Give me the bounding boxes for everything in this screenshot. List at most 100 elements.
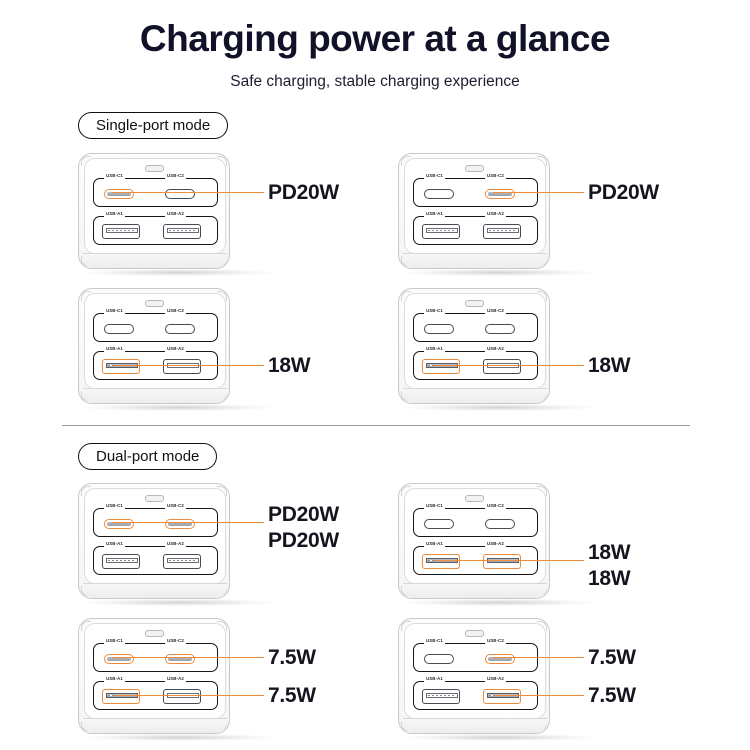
corner-mark-icon: [401, 291, 411, 301]
callout-line: [112, 657, 264, 659]
port-label-a1: USB-A1: [104, 676, 125, 682]
charger-unit-single-a1-alt: USB-C1 USB-C2 USB-A1 USB-A2 18W: [398, 288, 631, 411]
output-value: PD20W: [268, 503, 339, 526]
unit-shadow: [404, 599, 594, 606]
port-label-a1: USB-A1: [424, 541, 445, 547]
led-indicator-icon: [465, 495, 484, 502]
port-label-c2: USB-C2: [165, 638, 186, 644]
corner-mark-icon: [401, 256, 411, 266]
usb-c1-port[interactable]: [424, 189, 454, 199]
charger-base: [83, 718, 227, 733]
usb-c2-port[interactable]: [165, 519, 195, 529]
usb-c-port-group: USB-C1 USB-C2: [413, 503, 538, 537]
charger-body: USB-C1 USB-C2 USB-A1 USB-A2: [398, 483, 550, 599]
port-label-a1: USB-A1: [424, 346, 445, 352]
corner-mark-icon: [537, 621, 547, 631]
corner-mark-icon: [81, 256, 91, 266]
usb-c1-port[interactable]: [104, 654, 134, 664]
usb-c1-port[interactable]: [424, 519, 454, 529]
usb-a1-port[interactable]: [422, 359, 460, 374]
unit-shadow: [404, 404, 594, 411]
usb-c2-port[interactable]: [485, 189, 515, 199]
usb-a1-port[interactable]: [422, 689, 460, 704]
usb-c1-port[interactable]: [424, 654, 454, 664]
charger-body: USB-C1 USB-C2 USB-A1 USB-A2: [398, 153, 550, 269]
usb-a1-port[interactable]: [102, 224, 140, 239]
charger-base: [83, 388, 227, 403]
usb-a1-port[interactable]: [102, 689, 140, 704]
usb-c2-port[interactable]: [165, 189, 195, 199]
callout-line: [493, 657, 584, 659]
port-label-c2: USB-C2: [485, 173, 506, 179]
usb-a2-port[interactable]: [483, 554, 521, 569]
led-indicator-icon: [145, 630, 164, 637]
corner-mark-icon: [401, 721, 411, 731]
unit-shadow: [84, 404, 274, 411]
usb-a2-port[interactable]: [483, 689, 521, 704]
charger-base: [403, 388, 547, 403]
section-divider: [62, 425, 690, 426]
output-value: 18W: [268, 354, 311, 377]
port-label-c1: USB-C1: [424, 308, 445, 314]
section-label-dual-port: Dual-port mode: [78, 443, 218, 470]
port-label-c1: USB-C1: [104, 173, 125, 179]
corner-mark-icon: [401, 486, 411, 496]
usb-a2-port[interactable]: [163, 689, 201, 704]
charger-body: USB-C1 USB-C2 USB-A1 USB-A2: [78, 153, 230, 269]
charger-unit-single-a1: USB-C1 USB-C2 USB-A1 USB-A2 18W: [78, 288, 311, 411]
port-label-a1: USB-A1: [424, 211, 445, 217]
port-label-c2: USB-C2: [165, 308, 186, 314]
output-value: 18W: [588, 354, 631, 377]
output-value: 7.5W: [588, 684, 636, 707]
port-label-a2: USB-A2: [165, 346, 186, 352]
usb-c-port-group: USB-C1 USB-C2: [413, 308, 538, 342]
usb-c2-port[interactable]: [485, 654, 515, 664]
callout-line: [434, 560, 584, 562]
corner-mark-icon: [401, 621, 411, 631]
corner-mark-icon: [537, 486, 547, 496]
port-label-c1: USB-C1: [424, 638, 445, 644]
usb-c-port-group: USB-C1 USB-C2: [93, 308, 218, 342]
usb-c2-port[interactable]: [485, 324, 515, 334]
corner-mark-icon: [81, 586, 91, 596]
usb-a2-port[interactable]: [163, 359, 201, 374]
usb-c1-port[interactable]: [104, 324, 134, 334]
usb-a1-port[interactable]: [422, 224, 460, 239]
usb-a2-port[interactable]: [163, 554, 201, 569]
charger-unit-single-c2: USB-C1 USB-C2 USB-A1 USB-A2 PD20W: [398, 153, 659, 276]
led-indicator-icon: [145, 165, 164, 172]
output-value: PD20W: [588, 181, 659, 204]
usb-c1-port[interactable]: [104, 189, 134, 199]
usb-a1-port[interactable]: [422, 554, 460, 569]
page-title: Charging power at a glance: [139, 18, 611, 59]
port-label-c1: USB-C1: [104, 308, 125, 314]
led-indicator-icon: [145, 495, 164, 502]
usb-a2-port[interactable]: [483, 359, 521, 374]
led-indicator-icon: [465, 630, 484, 637]
output-value: 7.5W: [588, 646, 636, 669]
usb-c2-port[interactable]: [165, 324, 195, 334]
port-label-a2: USB-A2: [165, 676, 186, 682]
corner-mark-icon: [81, 621, 91, 631]
port-label-c1: USB-C1: [104, 503, 125, 509]
charger-unit-dual-c1-c2: USB-C1 USB-C2 USB-A1 USB-A2 PD20W PD20W: [78, 483, 339, 606]
port-label-c2: USB-C2: [485, 638, 506, 644]
usb-c1-port[interactable]: [104, 519, 134, 529]
usb-a2-port[interactable]: [483, 224, 521, 239]
charger-base: [403, 583, 547, 598]
port-label-c1: USB-C1: [104, 638, 125, 644]
port-label-a1: USB-A1: [104, 541, 125, 547]
corner-mark-icon: [81, 721, 91, 731]
usb-c1-port[interactable]: [424, 324, 454, 334]
corner-mark-icon: [401, 586, 411, 596]
port-label-a1: USB-A1: [104, 211, 125, 217]
led-indicator-icon: [465, 300, 484, 307]
port-label-a2: USB-A2: [485, 211, 506, 217]
charger-base: [83, 253, 227, 268]
usb-a1-port[interactable]: [102, 359, 140, 374]
usb-a2-port[interactable]: [163, 224, 201, 239]
callout-line: [112, 192, 264, 194]
usb-c2-port[interactable]: [165, 654, 195, 664]
usb-a1-port[interactable]: [102, 554, 140, 569]
usb-c2-port[interactable]: [485, 519, 515, 529]
